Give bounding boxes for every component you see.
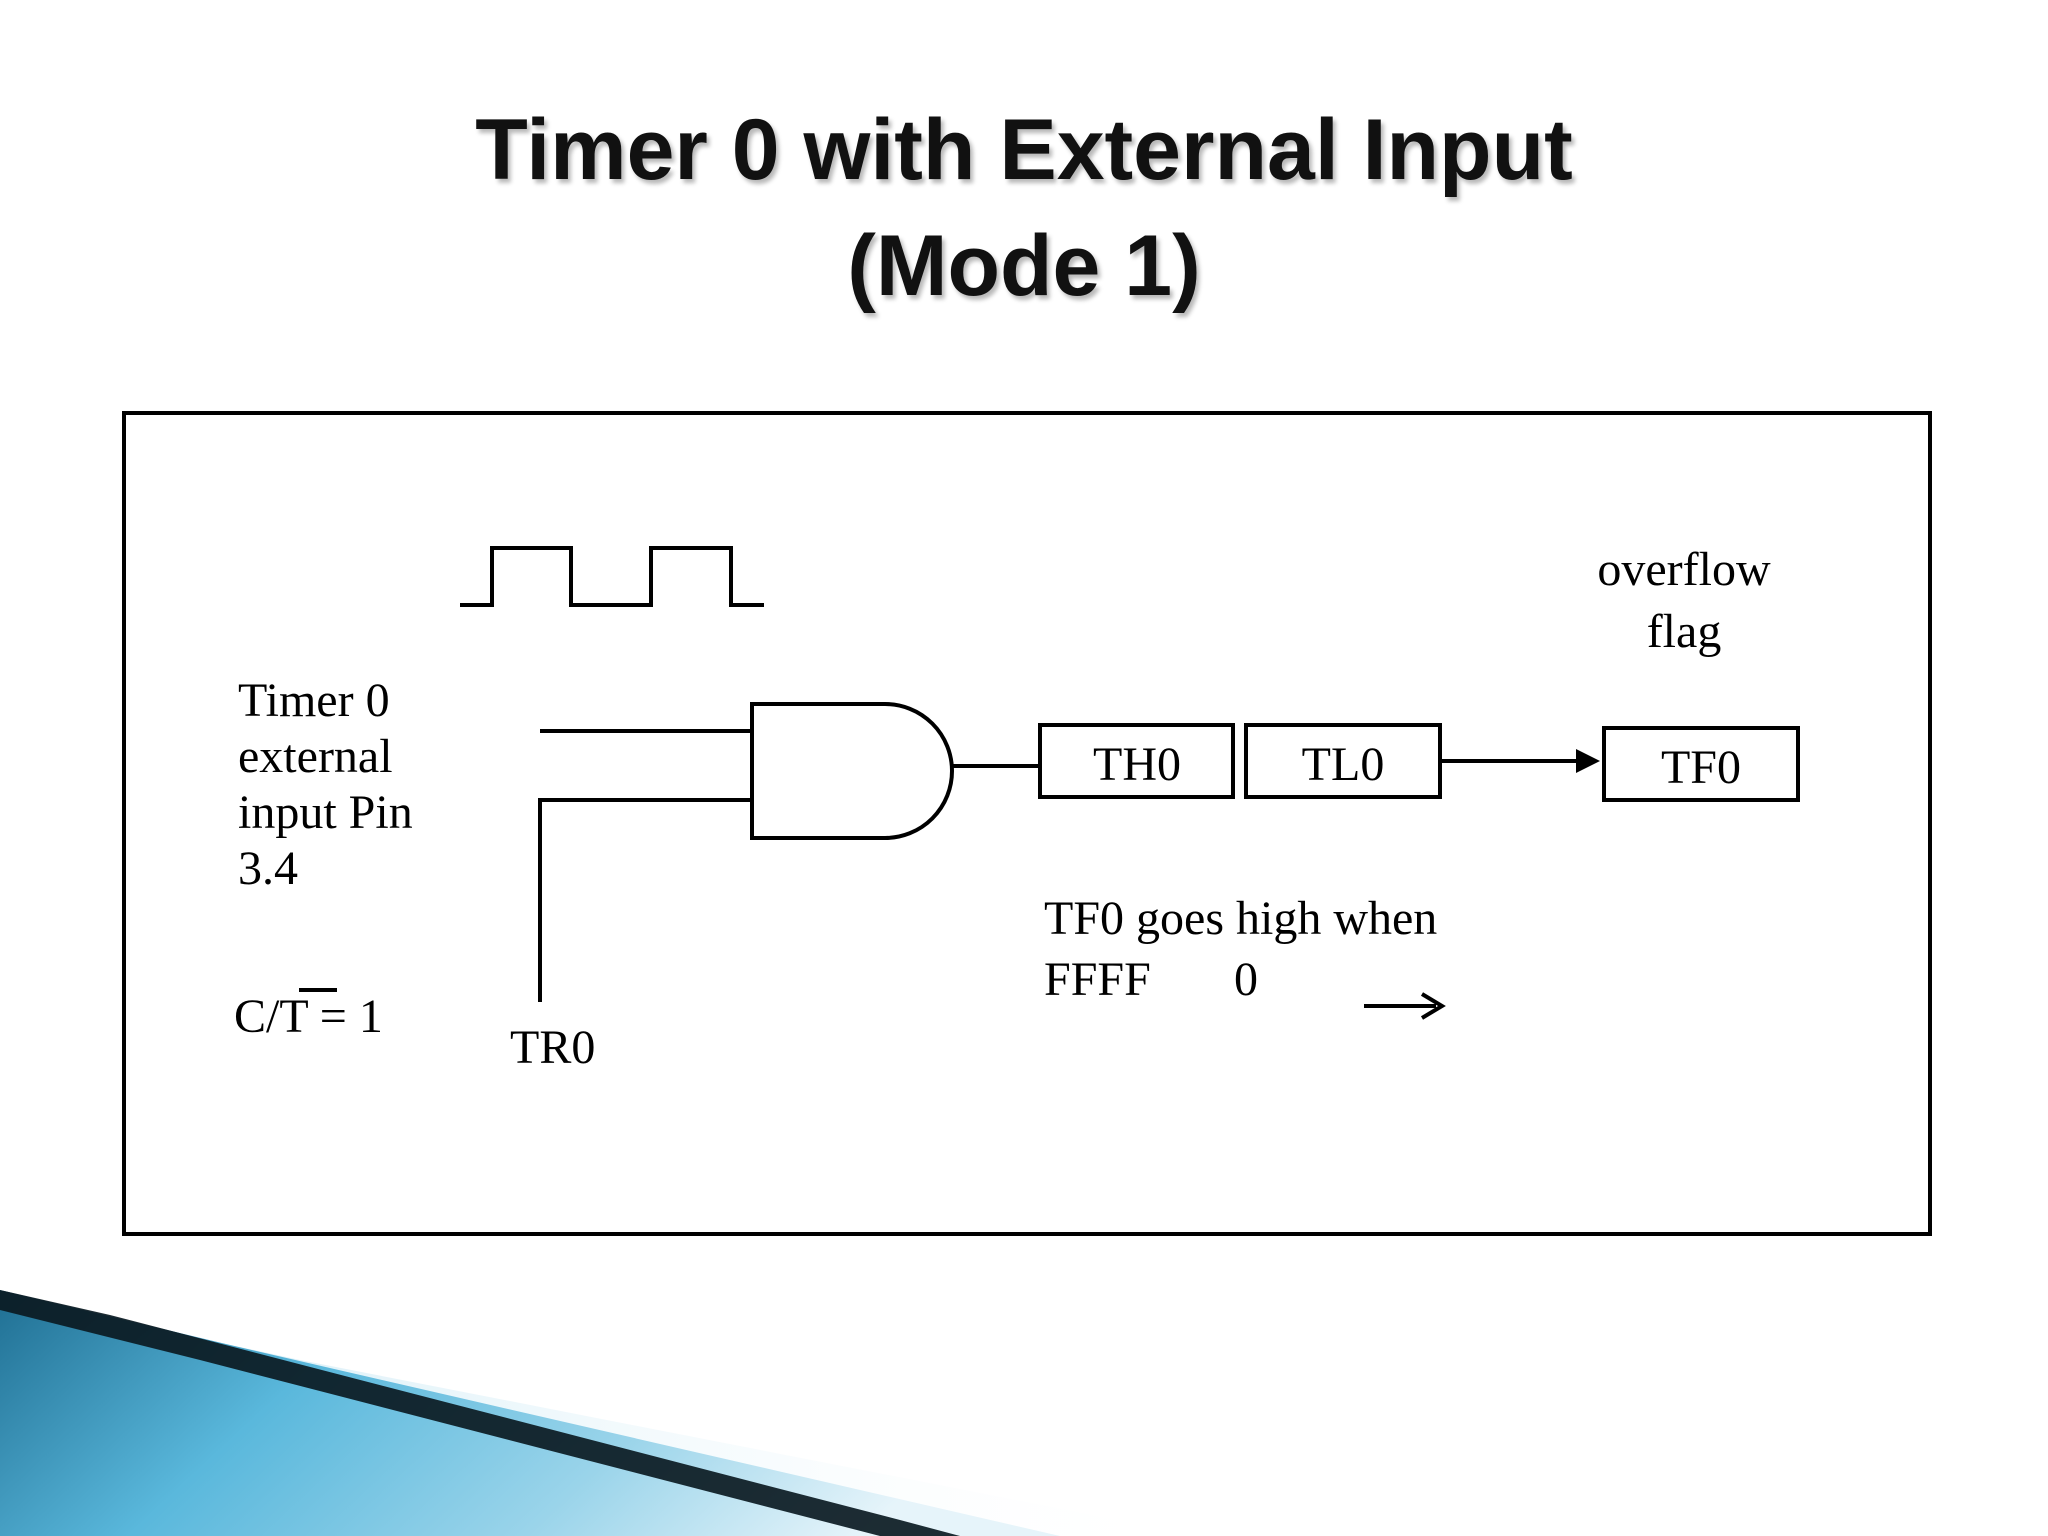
square-wave-icon <box>460 546 764 607</box>
input-label-line3: input Pin <box>238 786 413 839</box>
slide-title-line2: (Mode 1) <box>847 218 1201 314</box>
overflow-arrowhead-icon <box>1576 749 1600 773</box>
th0-register <box>1038 723 1235 799</box>
overflow-label-line1: overflow <box>1597 543 1771 596</box>
tr0-wire <box>538 798 752 1002</box>
tr0-label: TR0 <box>510 1021 595 1074</box>
input-label-line1: Timer 0 <box>238 674 390 727</box>
tf0-flag-box <box>1602 726 1800 802</box>
ct-label: C/T = 1 <box>234 990 383 1043</box>
note-line1: TF0 goes high when <box>1044 892 1437 945</box>
bottom-decoration <box>0 1290 1200 1536</box>
slide-title: Timer 0 with External Input (Mode 1) <box>0 92 2048 324</box>
input-label-line4: 3.4 <box>238 842 298 895</box>
tl0-label: TL0 <box>1302 738 1385 791</box>
input-label-line2: external <box>238 730 393 783</box>
overflow-label-line2: flag <box>1647 605 1722 658</box>
note-zero: 0 <box>1234 953 1258 1006</box>
and-gate-icon <box>750 702 954 840</box>
th0-label: TH0 <box>1093 738 1181 791</box>
note-ffff: FFFF <box>1044 953 1151 1006</box>
tf0-label: TF0 <box>1661 741 1741 794</box>
slide-title-line1: Timer 0 with External Input <box>475 102 1573 198</box>
diagram-frame <box>122 411 1932 1236</box>
right-arrow-icon <box>1364 992 1446 1020</box>
